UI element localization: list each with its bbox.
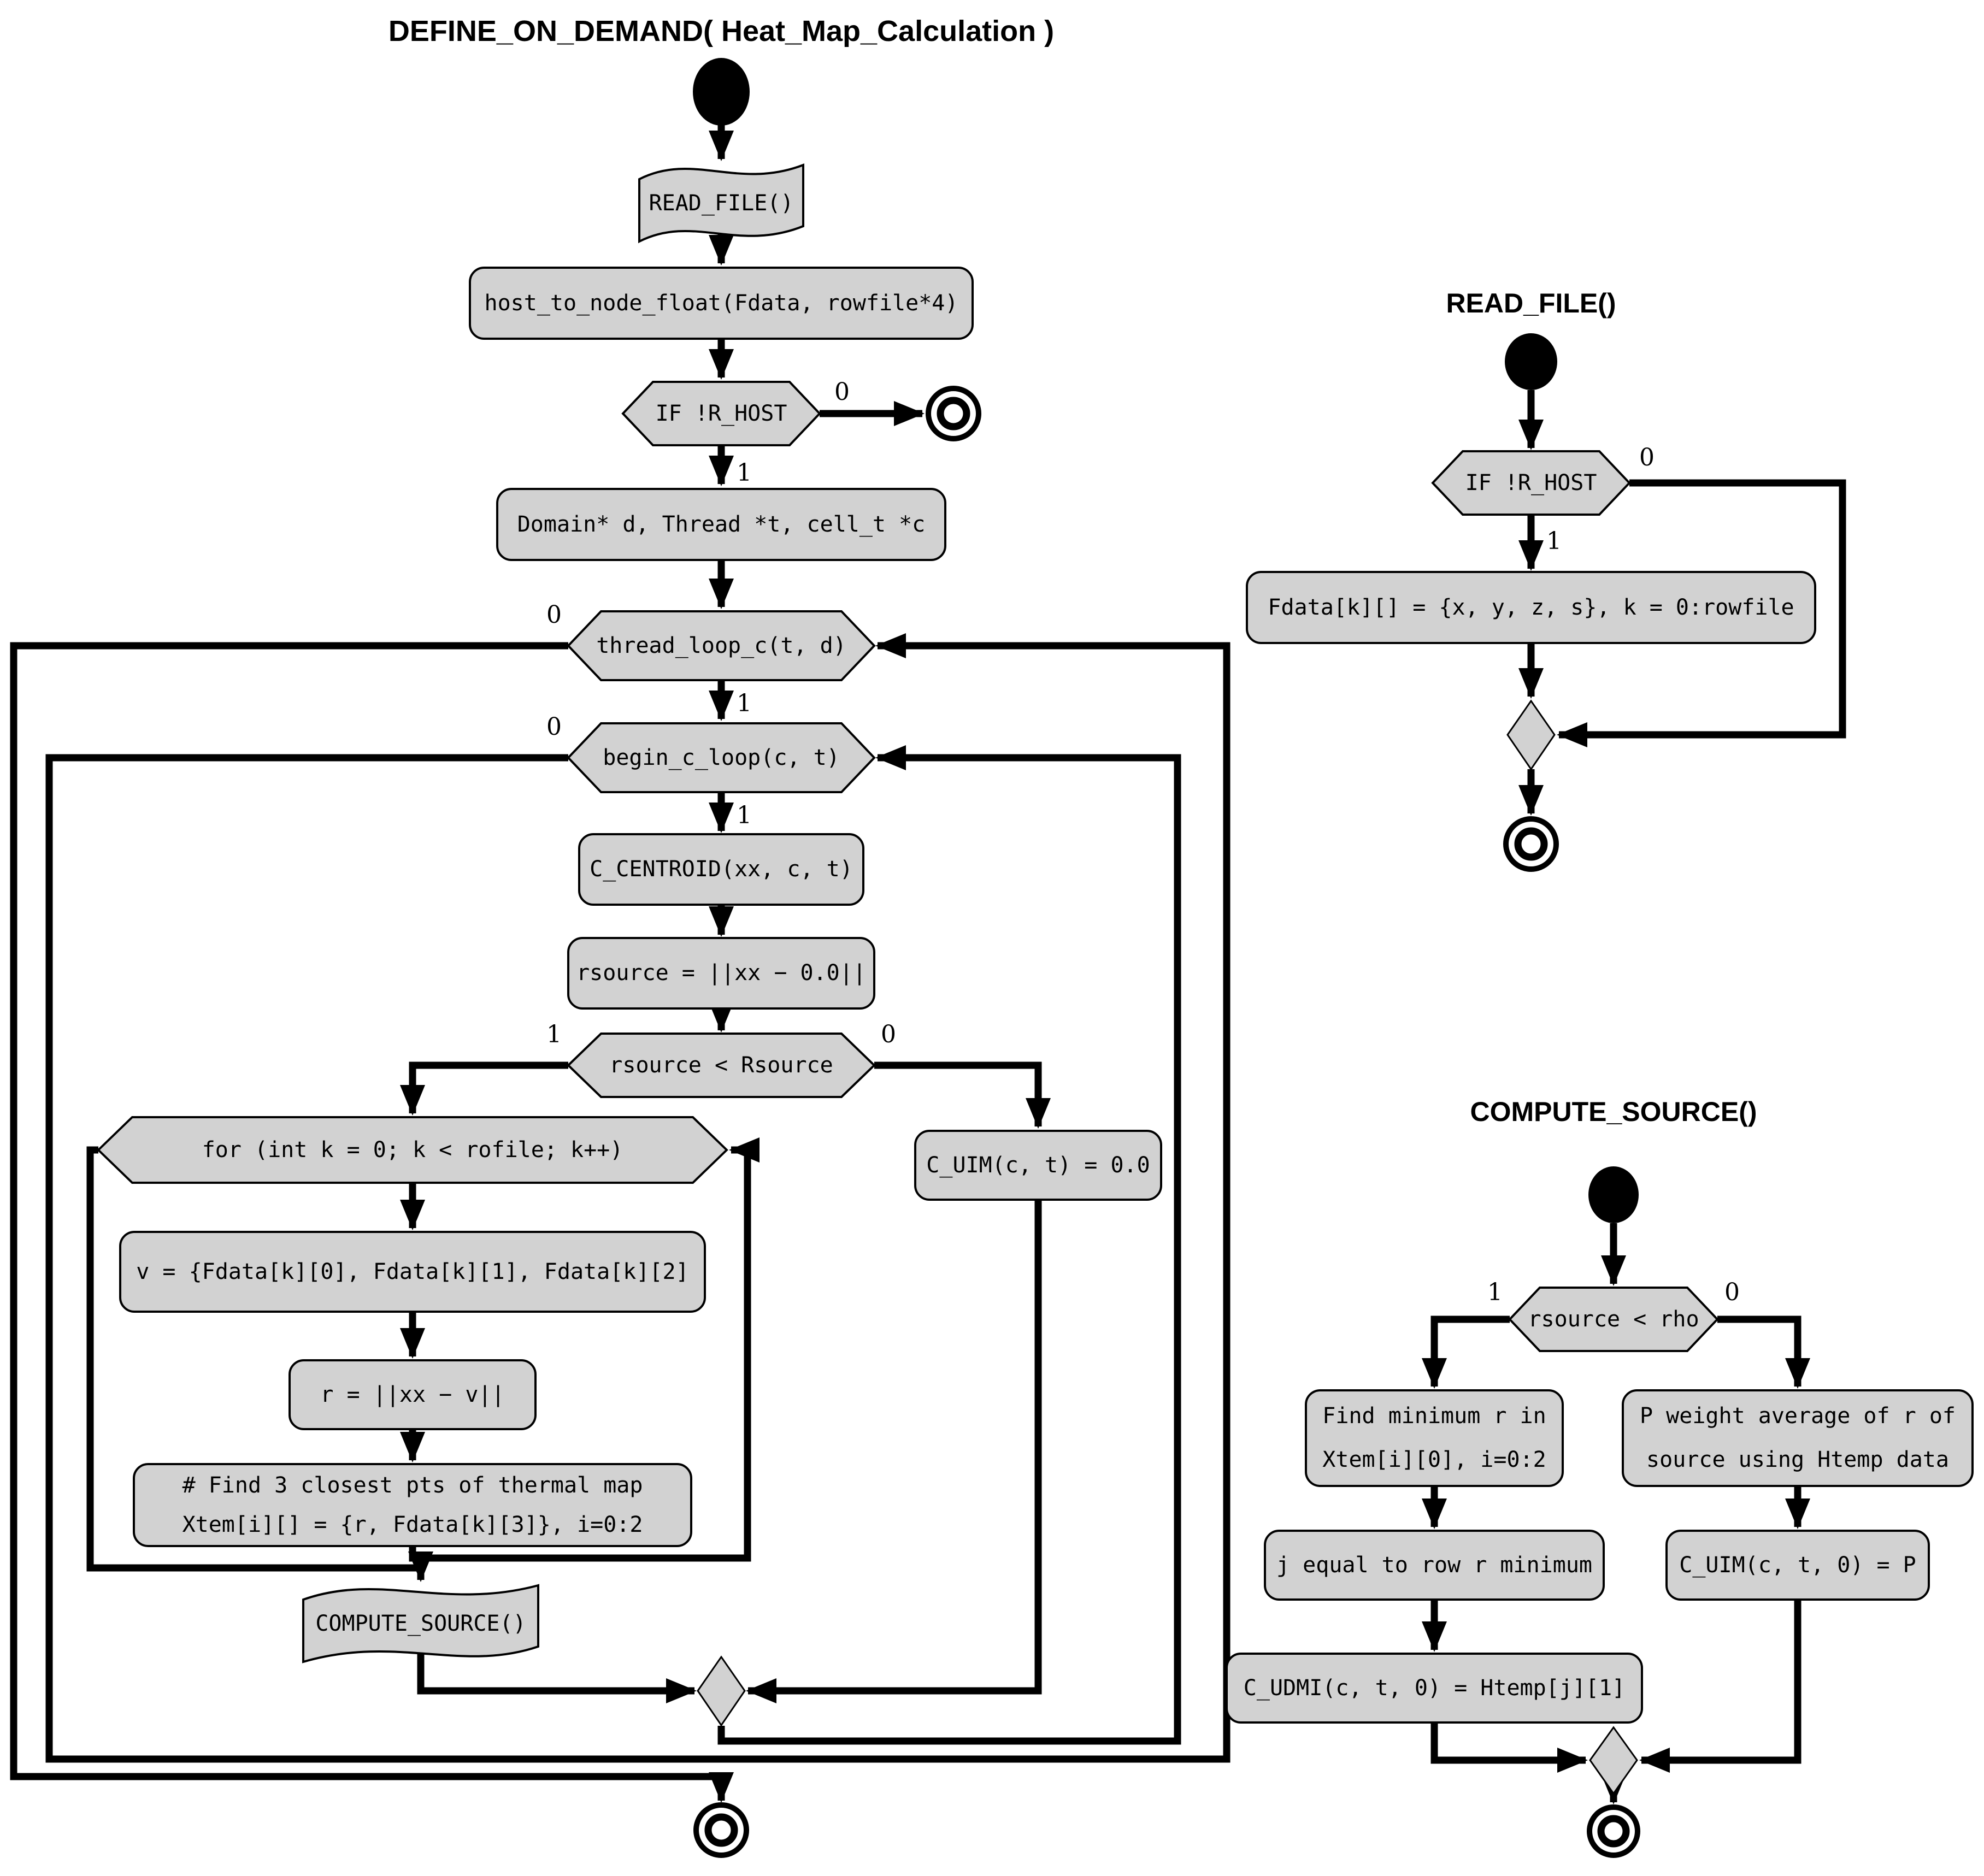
main-end-node-bottom-inner (704, 1813, 738, 1847)
computesource-node-p-weight-line2: source using Htemp data (1646, 1447, 1949, 1472)
main-node-v-assign (119, 1231, 706, 1313)
main-node-c-centroid-label: C_CENTROID(xx, c, t) (590, 857, 853, 882)
readfile-merge-diamond (1506, 699, 1556, 771)
computesource-edge-cmp-to-find (1422, 1315, 1510, 1389)
computesource-edge-cmp-to-pweight (1717, 1315, 1810, 1389)
readfile-chart-title: READ_FILE() (1446, 288, 1616, 318)
main-node-v-assign-label: v = {Fdata[k][0], Fdata[k][1], Fdata[k][… (136, 1259, 688, 1284)
main-node-host-to-node-label: host_to_node_float(Fdata, rowfile*4) (485, 291, 958, 316)
main-node-c-centroid (578, 833, 864, 906)
computesource-merge-diamond (1589, 1726, 1638, 1795)
main-node-for-loop-hexagon (97, 1116, 728, 1184)
readfile-branch-one: 1 (1546, 527, 1562, 555)
computesource-node-j-row-label: j equal to row r minimum (1276, 1553, 1592, 1578)
main-branch-beginloop-zero: 0 (546, 713, 562, 741)
main-node-xtem-assign-label: Xtem[i][] = {r, Fdata[k][3]}, i=0:2 (182, 1512, 643, 1537)
main-node-rsource-cmp-label: rsource < Rsource (609, 1053, 833, 1078)
computesource-node-rho-cmp-hexagon (1508, 1287, 1719, 1352)
readfile-node-if-rhost-hexagon (1431, 450, 1631, 516)
readfile-node-fdata-label: Fdata[k][] = {x, y, z, s}, k = 0:rowfile (1268, 595, 1794, 620)
main-node-host-to-node (469, 267, 974, 340)
main-edge-merge-loopback-beginloop (717, 745, 1181, 1745)
main-node-r-calc-label: r = ||xx − v|| (320, 1382, 504, 1407)
main-edge-cmp-to-forloop (400, 1061, 568, 1116)
main-node-thread-loop-hexagon (567, 610, 876, 681)
main-branch-if-one: 1 (737, 459, 752, 487)
computesource-node-cuim-p-label: C_UIM(c, t, 0) = P (1679, 1553, 1916, 1578)
main-merge-diamond (697, 1655, 746, 1727)
main-start-node (693, 58, 750, 126)
main-node-rsource-calc-label: rsource = ||xx − 0.0|| (576, 960, 866, 986)
computesource-node-cudmi (1226, 1653, 1643, 1724)
main-node-cuim-zero-label: C_UIM(c, t) = 0.0 (926, 1153, 1150, 1178)
computesource-edge-cudmi-to-merge (1430, 1723, 1588, 1773)
main-node-begin-c-loop-label: begin_c_loop(c, t) (603, 745, 839, 770)
main-node-compute-source-doc (302, 1584, 539, 1663)
computesource-node-p-weight (1622, 1389, 1974, 1487)
main-end-node-top-inner (937, 397, 970, 430)
main-node-read-file-doc (638, 163, 804, 244)
main-branch-threadloop-one: 1 (737, 689, 752, 717)
main-branch-cmp-one: 1 (546, 1020, 562, 1048)
computesource-node-rho-cmp-label: rsource < rho (1528, 1307, 1699, 1332)
computesource-branch-one: 1 (1487, 1278, 1503, 1306)
computesource-start-node (1588, 1166, 1639, 1223)
computesource-node-p-weight-line1: P weight average of r of (1640, 1403, 1956, 1429)
readfile-edge-if-zero-to-merge (1557, 479, 1846, 747)
main-node-cuim-zero (914, 1130, 1162, 1201)
main-branch-beginloop-one: 1 (737, 801, 752, 829)
computesource-branch-zero: 0 (1724, 1278, 1740, 1306)
readfile-branch-zero: 0 (1639, 444, 1655, 471)
computesource-node-j-row (1264, 1530, 1605, 1601)
computesource-node-find-min-line2: Xtem[i][0], i=0:2 (1322, 1447, 1546, 1472)
main-edge-cuim-to-merge (746, 1200, 1042, 1703)
main-chart-title: DEFINE_ON_DEMAND( Heat_Map_Calculation ) (388, 15, 1054, 48)
main-node-domain-decl-label: Domain* d, Thread *t, cell_t *c (517, 512, 926, 537)
main-branch-cmp-zero: 0 (881, 1020, 896, 1048)
main-node-for-loop-label: for (int k = 0; k < rofile; k++) (202, 1137, 623, 1163)
computesource-node-find-min-line1: Find minimum r in (1322, 1403, 1546, 1429)
main-node-if-rhost-hexagon (621, 381, 821, 446)
main-node-r-calc (289, 1359, 537, 1430)
main-edge-cmp-to-cuim (874, 1061, 1051, 1129)
readfile-node-if-rhost-label: IF !R_HOST (1465, 470, 1597, 495)
computesource-node-cuim-p (1665, 1530, 1930, 1601)
main-edge-forloop-exit-to-computesource (86, 1146, 433, 1582)
main-node-compute-source-label: COMPUTE_SOURCE() (315, 1611, 526, 1636)
main-edge-beginloop-exit-loopback-threadloop (45, 633, 1231, 1763)
main-branch-if-zero: 0 (834, 378, 850, 406)
main-node-domain-decl (496, 488, 946, 561)
readfile-start-node (1505, 333, 1557, 390)
computesource-end-node-inner (1597, 1815, 1630, 1848)
main-edge-computesource-to-merge (417, 1650, 697, 1703)
main-node-if-rhost-label: IF !R_HOST (656, 401, 787, 426)
main-node-begin-c-loop-hexagon (567, 722, 876, 793)
readfile-end-node-inner (1514, 827, 1548, 861)
computesource-node-cudmi-label: C_UDMI(c, t, 0) = Htemp[j][1] (1244, 1676, 1625, 1701)
main-node-read-file-label: READ_FILE() (649, 191, 794, 216)
main-branch-threadloop-zero: 0 (546, 601, 562, 629)
computesource-edge-cuimp-to-merge (1639, 1600, 1802, 1773)
main-node-xtem-comment-label: # Find 3 closest pts of thermal map (182, 1473, 643, 1498)
readfile-node-fdata (1246, 571, 1816, 644)
main-edge-threadloop-exit-to-end2 (10, 642, 734, 1803)
computesource-node-find-min (1305, 1389, 1564, 1487)
main-node-rsource-cmp-hexagon (567, 1033, 876, 1098)
computesource-chart-title: COMPUTE_SOURCE() (1470, 1096, 1757, 1127)
main-node-xtem (133, 1463, 692, 1547)
main-node-thread-loop-label: thread_loop_c(t, d) (596, 633, 846, 658)
main-node-rsource-calc (567, 937, 875, 1010)
